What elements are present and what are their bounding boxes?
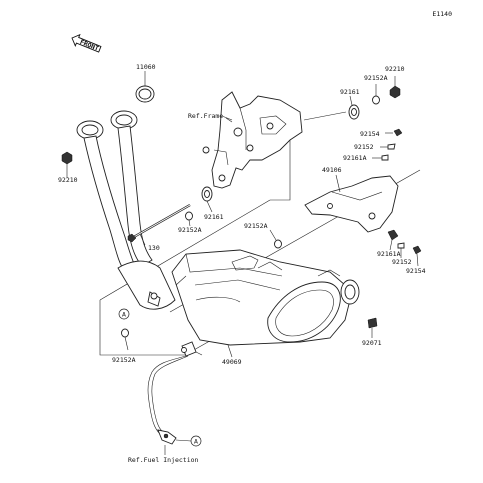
label-92152A-right: 92152A	[244, 222, 268, 230]
label-92210-top: 92210	[385, 65, 405, 73]
label-92154-top: 92154	[360, 130, 380, 138]
label-11060: 11060	[136, 63, 156, 71]
collar-92152A-top[interactable]	[372, 84, 380, 105]
label-92152-bottom: 92152	[392, 258, 412, 266]
label-130: 130	[148, 244, 160, 252]
marker-a-lower: A	[190, 435, 202, 447]
label-49069: 49069	[222, 358, 242, 366]
grommet-92161A-top[interactable]	[372, 154, 389, 161]
svg-text:A: A	[122, 311, 126, 319]
label-92152-top: 92152	[354, 143, 374, 151]
exhaust-header-pipe[interactable]	[76, 110, 176, 310]
label-92161A-top: 92161A	[343, 154, 367, 162]
label-92152A-bottom: 92152A	[112, 356, 136, 364]
collar-92152A-bottom[interactable]	[121, 328, 129, 351]
collar-92152A-right[interactable]	[274, 239, 282, 249]
label-92152A-top: 92152A	[364, 74, 388, 82]
label-92210-left: 92210	[58, 176, 78, 184]
marker-a-upper: A	[118, 308, 130, 320]
svg-text:A: A	[194, 438, 198, 446]
collar-92152A-mid[interactable]	[185, 211, 193, 227]
grommet-92161-top[interactable]	[348, 95, 360, 120]
label-92152A-mid: 92152A	[178, 226, 202, 234]
label-92161-top: 92161	[340, 88, 360, 96]
bolt-92071[interactable]	[367, 317, 378, 338]
bolt-92154-bottom[interactable]	[412, 245, 422, 267]
muffler-49069[interactable]	[171, 249, 360, 346]
bolt-92154-top[interactable]	[385, 128, 403, 137]
front-arrow-icon: FRONT	[71, 33, 102, 53]
bolt-130[interactable]	[127, 204, 191, 246]
label-49106: 49106	[322, 166, 342, 174]
grommet-92161-mid[interactable]	[201, 186, 213, 213]
nut-92210-left[interactable]	[61, 151, 73, 178]
nut-92210-top[interactable]	[389, 76, 401, 99]
oxygen-sensor[interactable]	[147, 341, 197, 445]
collar-92152-bottom[interactable]	[397, 242, 405, 258]
frame-bracket	[202, 91, 303, 189]
collar-92152-top[interactable]	[380, 143, 396, 150]
gasket-11060[interactable]	[135, 71, 155, 103]
diagram-code: E1140	[432, 10, 452, 18]
heat-guard-49106[interactable]	[304, 174, 399, 233]
label-92161-mid: 92161	[204, 213, 224, 221]
label-92161A-bottom: 92161A	[377, 250, 401, 258]
label-92071: 92071	[362, 339, 382, 347]
grommet-92161A-bottom[interactable]	[387, 229, 399, 251]
front-label: FRONT	[79, 38, 100, 53]
label-92154-bottom: 92154	[406, 267, 426, 275]
ref-frame-label: Ref.Frame	[188, 112, 223, 120]
ref-fuel-injection-label: Ref.Fuel Injection	[128, 456, 199, 464]
